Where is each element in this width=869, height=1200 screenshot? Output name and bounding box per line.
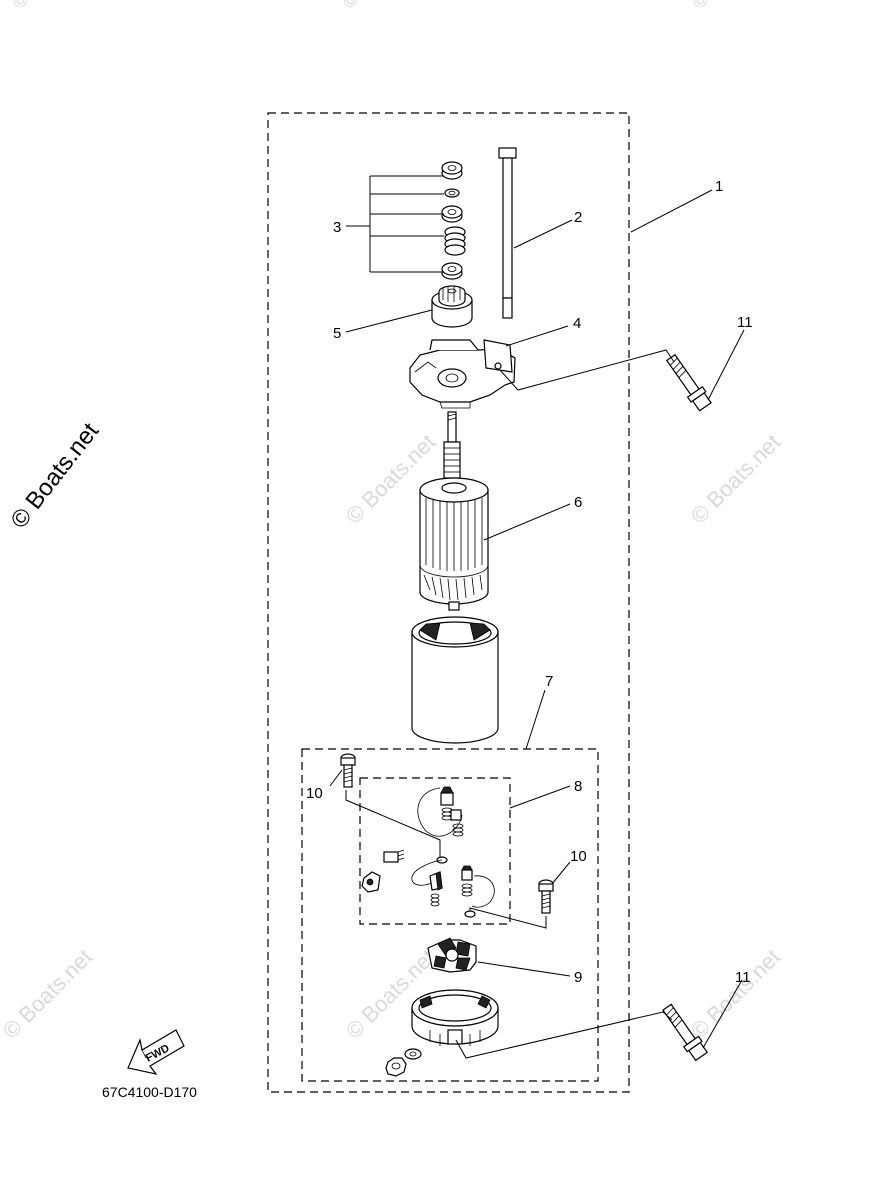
callout-leaders [329,175,745,1049]
screw-path-left [345,790,441,858]
drawing-code: 67C4100-D170 [102,1084,197,1100]
watermark-top-mid: © Boats.net [339,0,420,13]
callout-6: 6 [574,494,582,511]
upper-bracket [409,339,516,409]
washer-and-nut [385,1048,422,1077]
armature [419,411,489,611]
bolt-path-upper [499,349,675,391]
callout-3: 3 [333,219,341,236]
brush-plate [427,937,477,973]
watermark-top-right: © Boats.net [689,0,770,13]
end-cover [411,989,499,1046]
callout-10-upper: 10 [306,785,323,802]
forward-arrow-icon: FWD [127,1029,185,1075]
callout-1: 1 [715,178,723,195]
callout-11-upper: 11 [737,314,753,331]
brush-holder-parts [361,786,495,918]
callout-8: 8 [574,778,582,795]
screw-upper-left [340,753,356,788]
callout-9: 9 [574,969,582,986]
screw-path-right [469,907,547,929]
callout-7: 7 [545,673,553,690]
through-bolt [498,147,517,319]
callout-2: 2 [574,209,582,226]
watermark-group: © Boats.net © Boats.net © Boats.net © Bo… [0,0,785,1044]
bolt-path-lower [455,1011,673,1059]
long-bolt-upper [665,353,712,412]
watermark-low-left: © Boats.net [0,944,97,1043]
callout-4: 4 [573,315,581,332]
callout-5: 5 [333,325,341,342]
callout-10-lower: 10 [570,848,587,865]
washer-kit [441,161,466,280]
watermark-top-left: © Boats.net [9,0,90,13]
yoke-housing [411,616,499,744]
watermark-mid-right: © Boats.net [686,429,785,528]
brush-holder-assembly-outline [359,777,511,925]
copyright-mark: © Boats.net [5,418,104,534]
lower-bracket-assembly-outline [301,748,599,1082]
watermark-low-right: © Boats.net [686,944,785,1043]
starter-assembly-outline [267,112,630,1093]
callout-11-lower: 11 [735,969,751,986]
screw-lower-right [538,879,554,914]
callout-labels: 1 2 3 4 5 6 7 8 9 10 10 11 11 [306,178,753,986]
pinion-gear [431,285,473,328]
